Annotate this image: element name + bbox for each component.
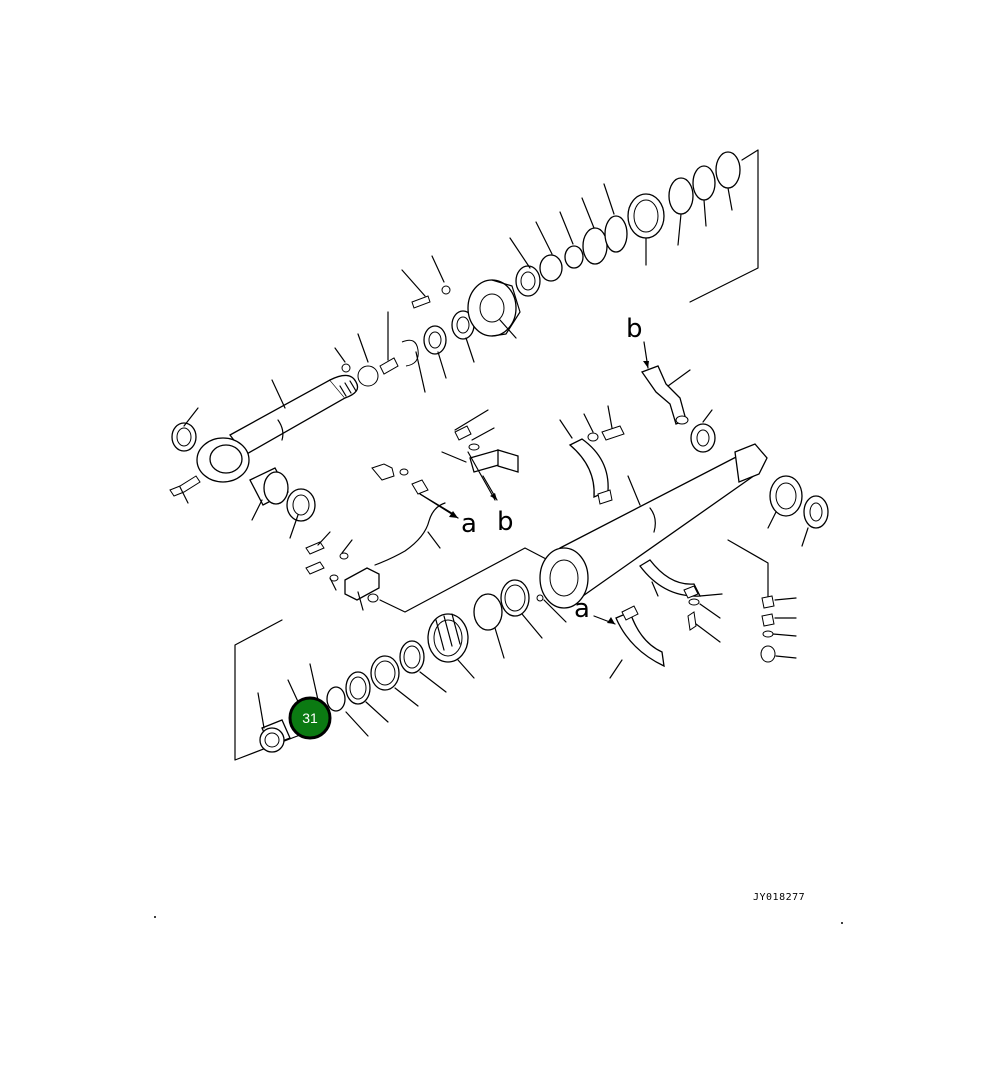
plug-group bbox=[760, 595, 797, 663]
label-a-lower: a bbox=[574, 594, 590, 624]
rod-end-pin-bushing bbox=[249, 467, 316, 522]
rod-end-bushing bbox=[171, 422, 197, 452]
hose-line bbox=[305, 502, 549, 613]
clamp-b-right bbox=[640, 341, 691, 425]
label-a-center: a bbox=[461, 509, 477, 539]
tube-clamp-lower bbox=[639, 559, 723, 643]
scan-speck-left bbox=[154, 916, 156, 918]
piston-assembly bbox=[259, 579, 544, 753]
callout-31[interactable]: 31 bbox=[288, 696, 332, 740]
arrow-to-b-center bbox=[482, 475, 498, 501]
label-b-center: b bbox=[497, 507, 514, 537]
grease-fitting bbox=[169, 475, 201, 497]
rod-assembly-bracket bbox=[689, 149, 759, 303]
label-b-upper: b bbox=[626, 314, 643, 344]
head-seal-set bbox=[515, 151, 741, 297]
clamp-a-lower bbox=[593, 605, 665, 679]
leader-lines-upper bbox=[179, 183, 733, 539]
clamp-and-bolts-center bbox=[371, 409, 519, 516]
plug-group-bracket bbox=[727, 539, 769, 599]
cylinder-tube bbox=[539, 443, 768, 609]
tube-end-parts bbox=[690, 409, 829, 547]
rod-hardware bbox=[341, 285, 475, 387]
tube-clamp-upper bbox=[559, 405, 625, 505]
callout-31-number: 31 bbox=[302, 710, 318, 726]
drawing-code: JY018277 bbox=[753, 892, 805, 903]
cylinder-head bbox=[467, 279, 521, 337]
piston-rod bbox=[196, 374, 359, 483]
scan-speck-right bbox=[841, 922, 843, 924]
